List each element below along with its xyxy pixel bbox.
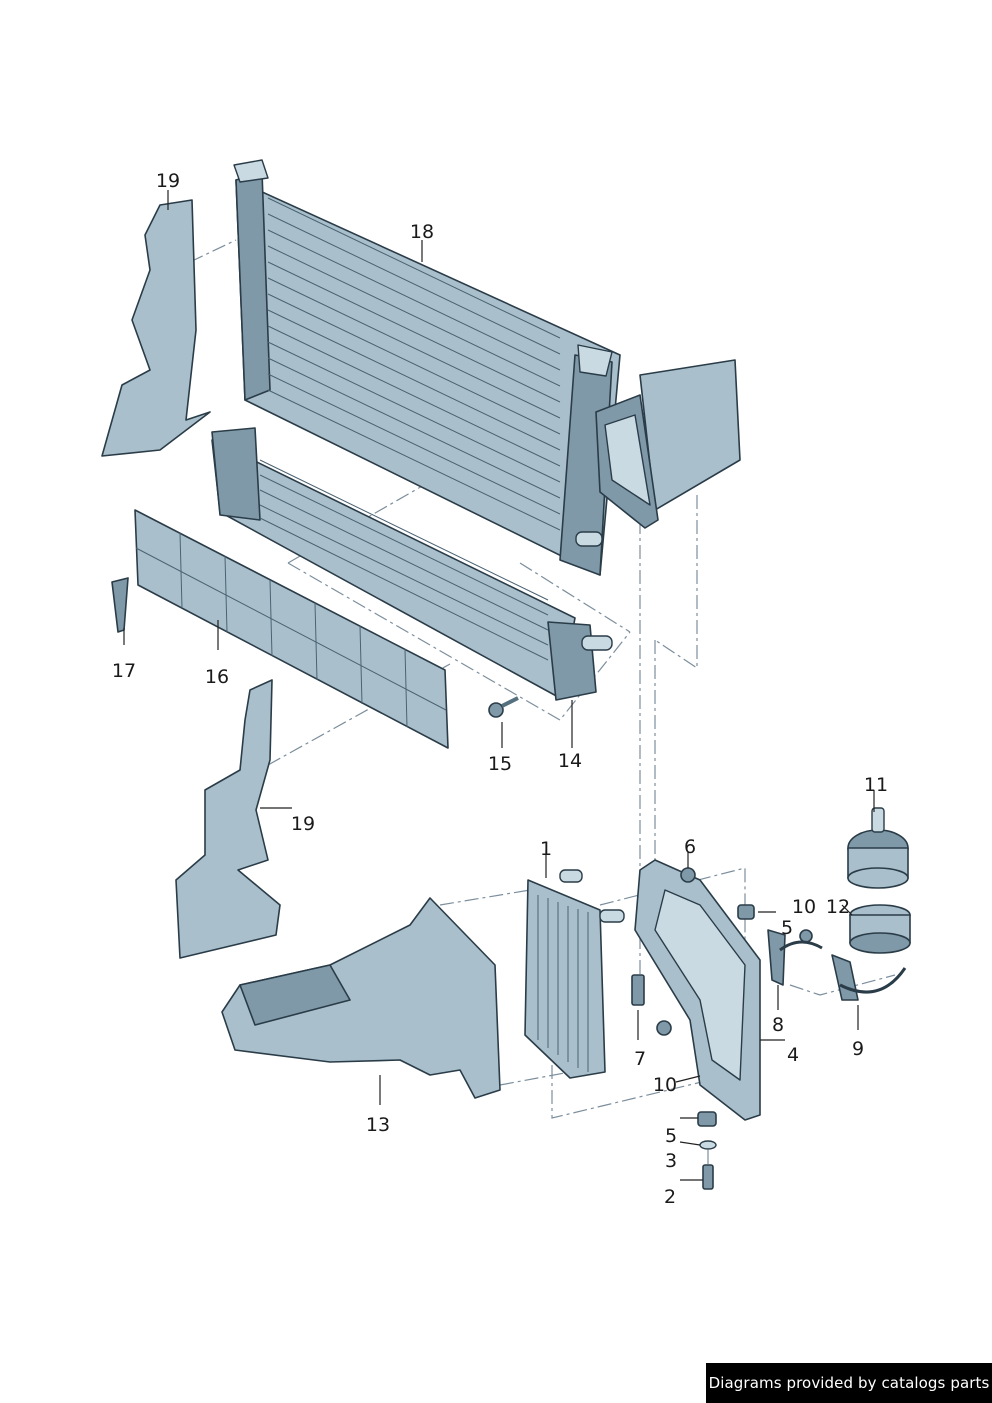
callout-1: 1: [540, 838, 552, 860]
callout-15: 15: [488, 753, 512, 775]
side-member: [595, 359, 741, 529]
callout-9: 9: [852, 1038, 864, 1060]
callout-12: 12: [826, 896, 850, 918]
nut-10-lower: [656, 1020, 672, 1036]
radiator: [233, 159, 621, 576]
callout-4: 4: [787, 1044, 799, 1066]
washer-3: [699, 1140, 717, 1150]
air-duct: [221, 897, 501, 1099]
callout-10-upper: 10: [792, 896, 816, 918]
callouts: 19 18 17 16 15 14 19 1 6 11 10 12 5 8 9 …: [112, 170, 888, 1208]
air-guide-grille: [134, 509, 449, 749]
callout-7: 7: [634, 1048, 646, 1070]
callout-13: 13: [366, 1114, 390, 1136]
clamps: [767, 929, 907, 1001]
bolt-15: [488, 696, 519, 718]
callout-11: 11: [864, 774, 888, 796]
air-guide-lower: [175, 679, 281, 959]
bolt-7: [631, 974, 645, 1006]
bolt-2: [702, 1164, 714, 1190]
callout-17: 17: [112, 660, 136, 682]
callout-16: 16: [205, 666, 229, 688]
callout-5-upper: 5: [781, 917, 793, 939]
assembly-lines: [189, 239, 896, 1180]
seal-ring: [849, 904, 911, 954]
air-guide-upper: [101, 199, 211, 457]
clip: [111, 577, 129, 633]
callout-19-lower: 19: [291, 813, 315, 835]
callout-18: 18: [410, 221, 434, 243]
callout-5-lower: 5: [665, 1125, 677, 1147]
nut-6: [680, 867, 696, 883]
grommet-5-upper: [737, 904, 755, 920]
callout-2: 2: [664, 1186, 676, 1208]
nut-10-upper: [799, 929, 813, 943]
callout-3: 3: [665, 1150, 677, 1172]
hardware: [631, 867, 813, 1190]
charge-air-cooler: [211, 427, 613, 701]
coolant-pump: [847, 807, 909, 889]
credit-text: Diagrams provided by catalogs parts: [708, 1374, 990, 1392]
leader-lines: [123, 190, 875, 1181]
callout-19-upper: 19: [156, 170, 180, 192]
callout-8: 8: [772, 1014, 784, 1036]
grommet-5-lower: [697, 1111, 717, 1127]
credit-banner: Diagrams provided by catalogs parts: [706, 1363, 992, 1403]
bracket: [634, 859, 761, 1121]
auxiliary-cooler: [524, 869, 625, 1079]
callout-14: 14: [558, 750, 582, 772]
callout-10-lower: 10: [653, 1074, 677, 1096]
callout-6: 6: [684, 836, 696, 858]
radiator-fins: [267, 197, 561, 531]
